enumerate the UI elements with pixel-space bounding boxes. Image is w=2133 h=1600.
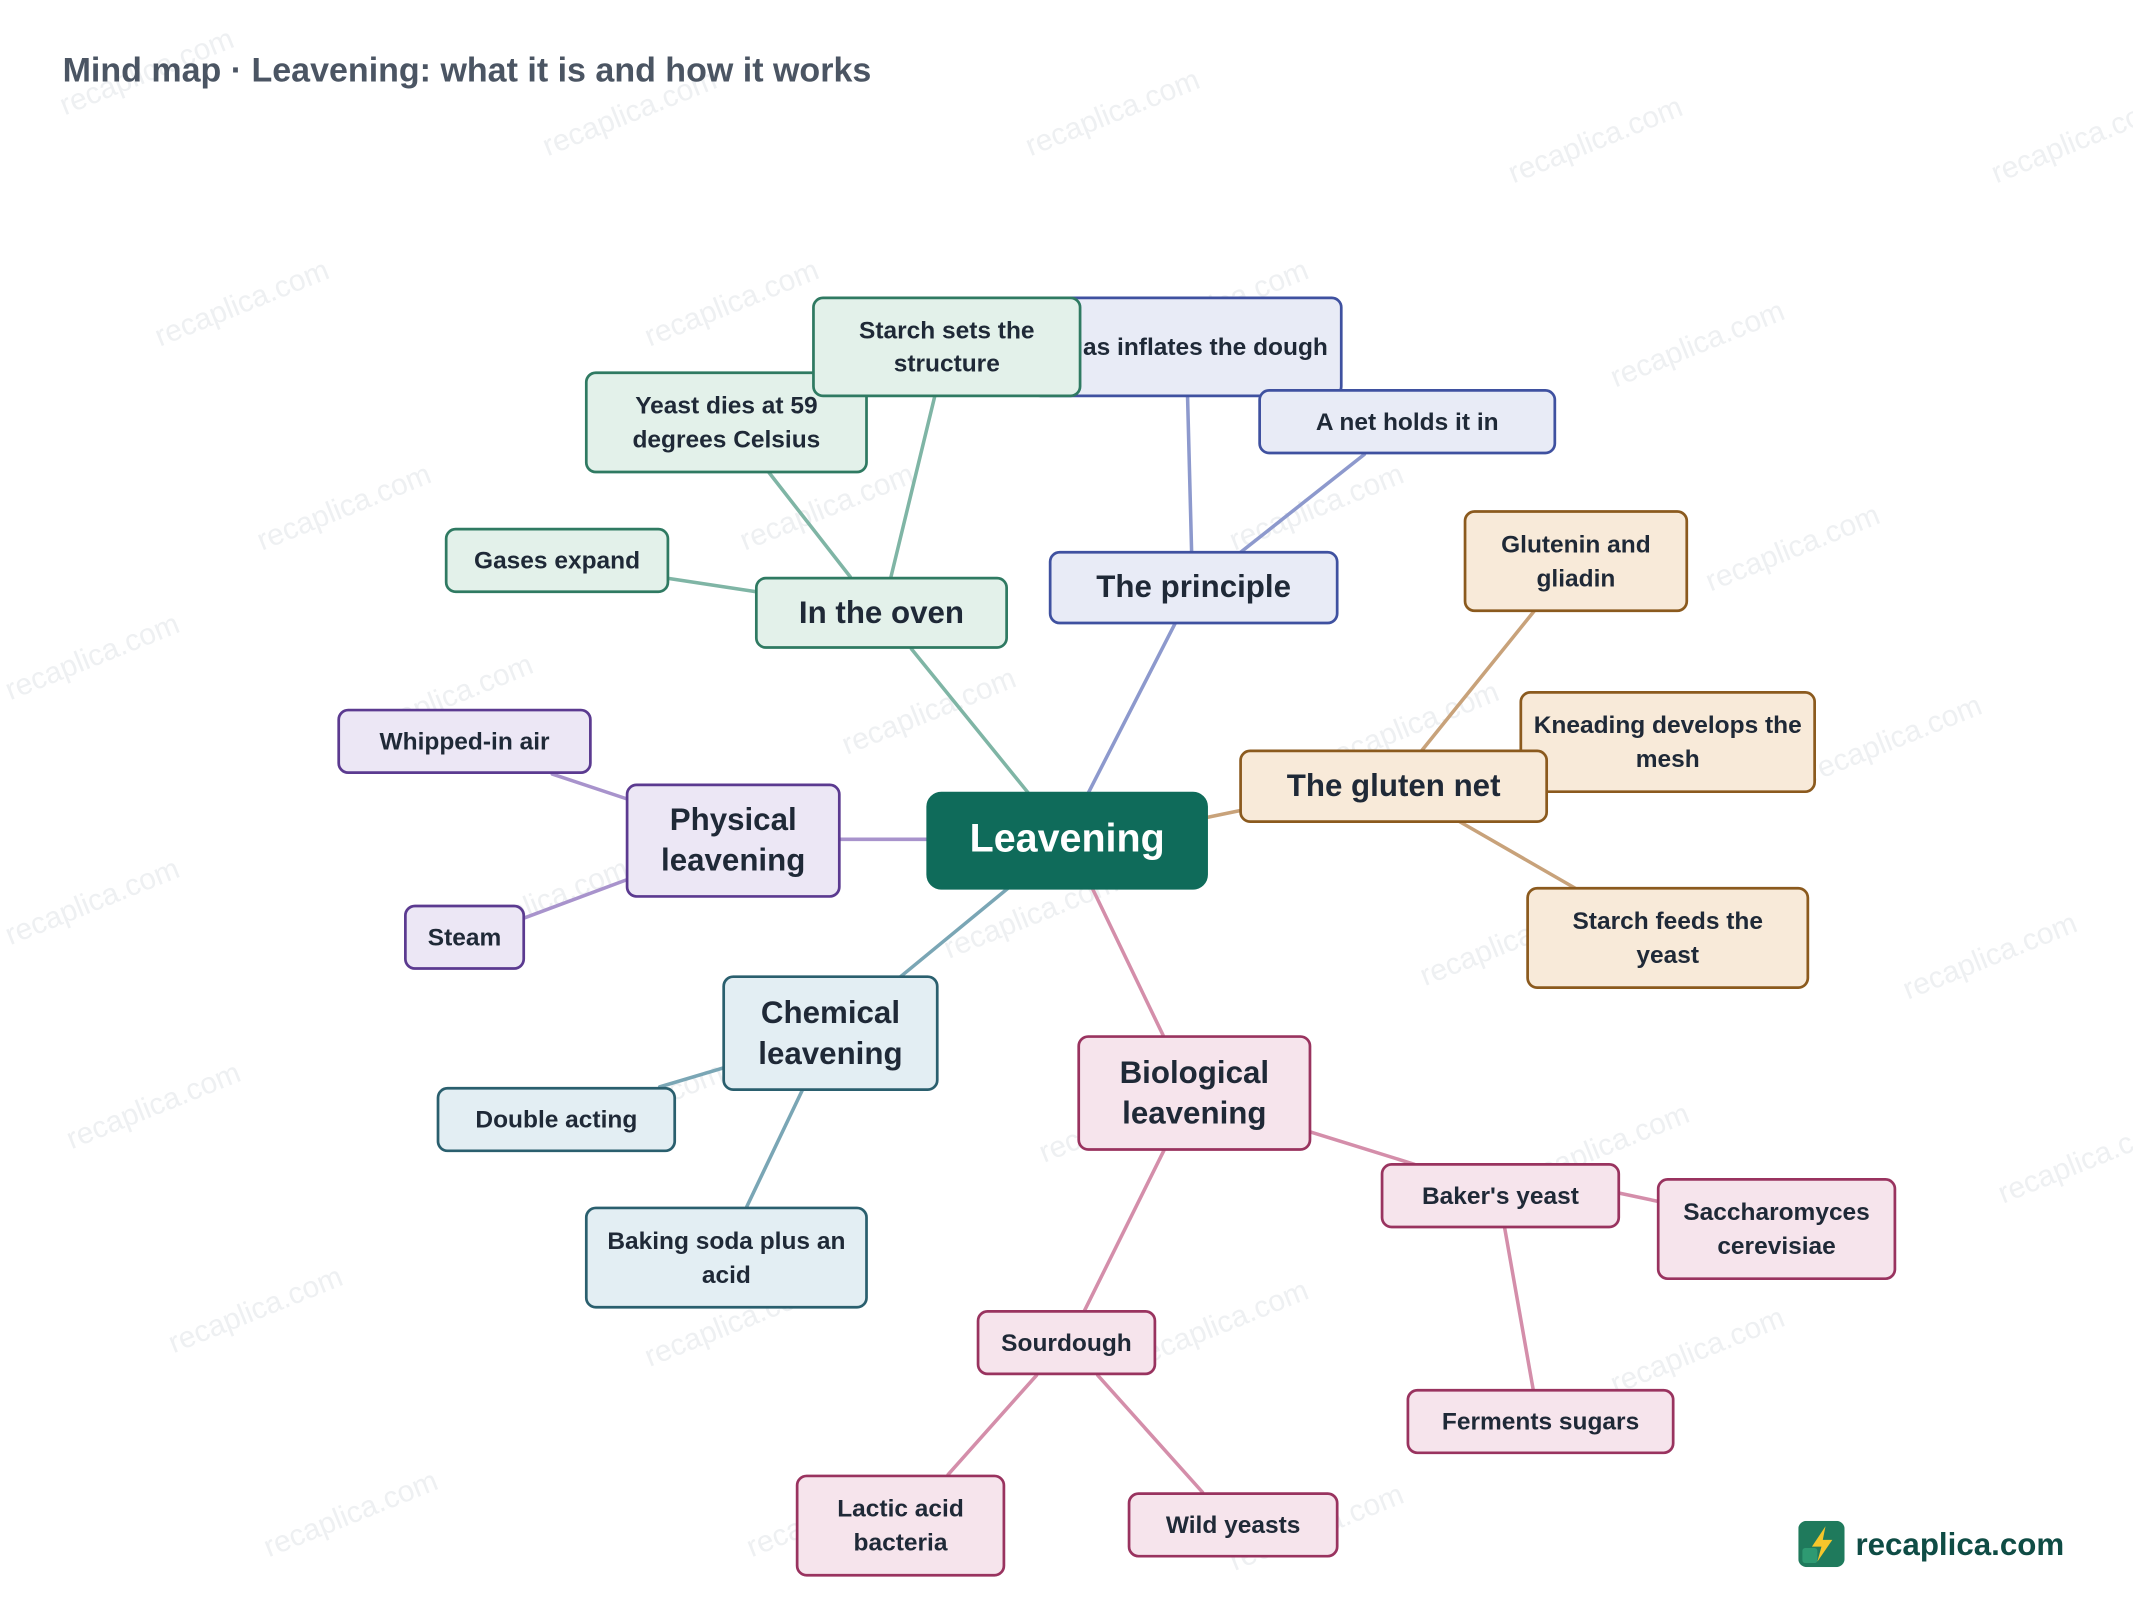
link-bio-bakers [1308, 1130, 1417, 1167]
link-root-biological [1090, 886, 1165, 1037]
leaf-sourdough[interactable]: Sourdough [976, 1309, 1157, 1376]
branch-chemical-leavening[interactable]: Chemical leavening [722, 975, 939, 1091]
link-oven-starch [889, 395, 937, 579]
leaf-net-holds[interactable]: A net holds it in [1258, 389, 1557, 455]
leaf-yeast-dies[interactable]: Yeast dies at 59 degrees Celsius [584, 371, 868, 474]
link-bakers-ferments [1502, 1225, 1535, 1391]
link-chemical-double [657, 1066, 726, 1089]
link-root-gluten [1204, 808, 1242, 820]
link-bakers-saccharomyces [1616, 1191, 1659, 1203]
branch-physical-leavening[interactable]: Physical leavening [625, 783, 841, 898]
link-sourdough-wild [1095, 1373, 1205, 1495]
link-principle-gas [1185, 394, 1194, 555]
branch-the-principle[interactable]: The principle [1048, 550, 1339, 625]
leaf-whipped-air[interactable]: Whipped-in air [337, 708, 592, 775]
link-chemical-soda [745, 1087, 805, 1209]
leaf-gas-inflates[interactable]: A gas inflates the dough [1029, 296, 1343, 398]
link-physical-steam [521, 878, 628, 920]
link-gluten-starchfeeds [1457, 819, 1577, 891]
leaf-starch-sets[interactable]: Starch sets the structure [812, 296, 1082, 398]
page-title: Mind map · Leavening: what it is and how… [62, 51, 872, 90]
branch-biological-leavening[interactable]: Biological leavening [1077, 1035, 1312, 1151]
brand-name: recaplica.com [1855, 1525, 2065, 1561]
leaf-kneading-mesh[interactable]: Kneading develops the mesh [1519, 691, 1817, 794]
leaf-bakers-yeast[interactable]: Baker's yeast [1380, 1163, 1621, 1229]
link-sourdough-lactic [946, 1373, 1039, 1477]
link-root-principle [1086, 621, 1178, 795]
leaf-starch-feeds[interactable]: Starch feeds the yeast [1526, 886, 1810, 989]
branch-the-gluten-net[interactable]: The gluten net [1239, 749, 1549, 823]
leaf-wild-yeasts[interactable]: Wild yeasts [1127, 1492, 1339, 1558]
link-physical-whipped [550, 772, 628, 801]
link-oven-gases [664, 576, 759, 594]
link-root-oven [909, 647, 1031, 795]
branch-in-the-oven[interactable]: In the oven [754, 576, 1008, 649]
link-principle-net [1238, 452, 1367, 555]
lightning-bolt-icon [1798, 1520, 1845, 1568]
leaf-saccharomyces[interactable]: Saccharomyces cerevisiae [1656, 1178, 1897, 1281]
leaf-double-acting[interactable]: Double acting [436, 1086, 677, 1153]
leaf-baking-soda[interactable]: Baking soda plus an acid [584, 1206, 868, 1309]
leaf-gases-expand[interactable]: Gases expand [444, 527, 670, 594]
link-oven-yeast [766, 470, 852, 579]
link-root-chemical [898, 886, 1010, 979]
link-bio-sourdough [1082, 1147, 1167, 1314]
leaf-steam[interactable]: Steam [404, 904, 526, 970]
leaf-lactic-acid[interactable]: Lactic acid bacteria [795, 1474, 1006, 1577]
link-gluten-glutenin [1419, 609, 1537, 753]
leaf-ferments-sugars[interactable]: Ferments sugars [1406, 1388, 1675, 1455]
root-node[interactable]: Leavening [926, 791, 1208, 890]
leaf-glutenin-gliadin[interactable]: Glutenin and gliadin [1463, 510, 1689, 613]
brand-footer[interactable]: recaplica.com [1798, 1520, 2065, 1568]
